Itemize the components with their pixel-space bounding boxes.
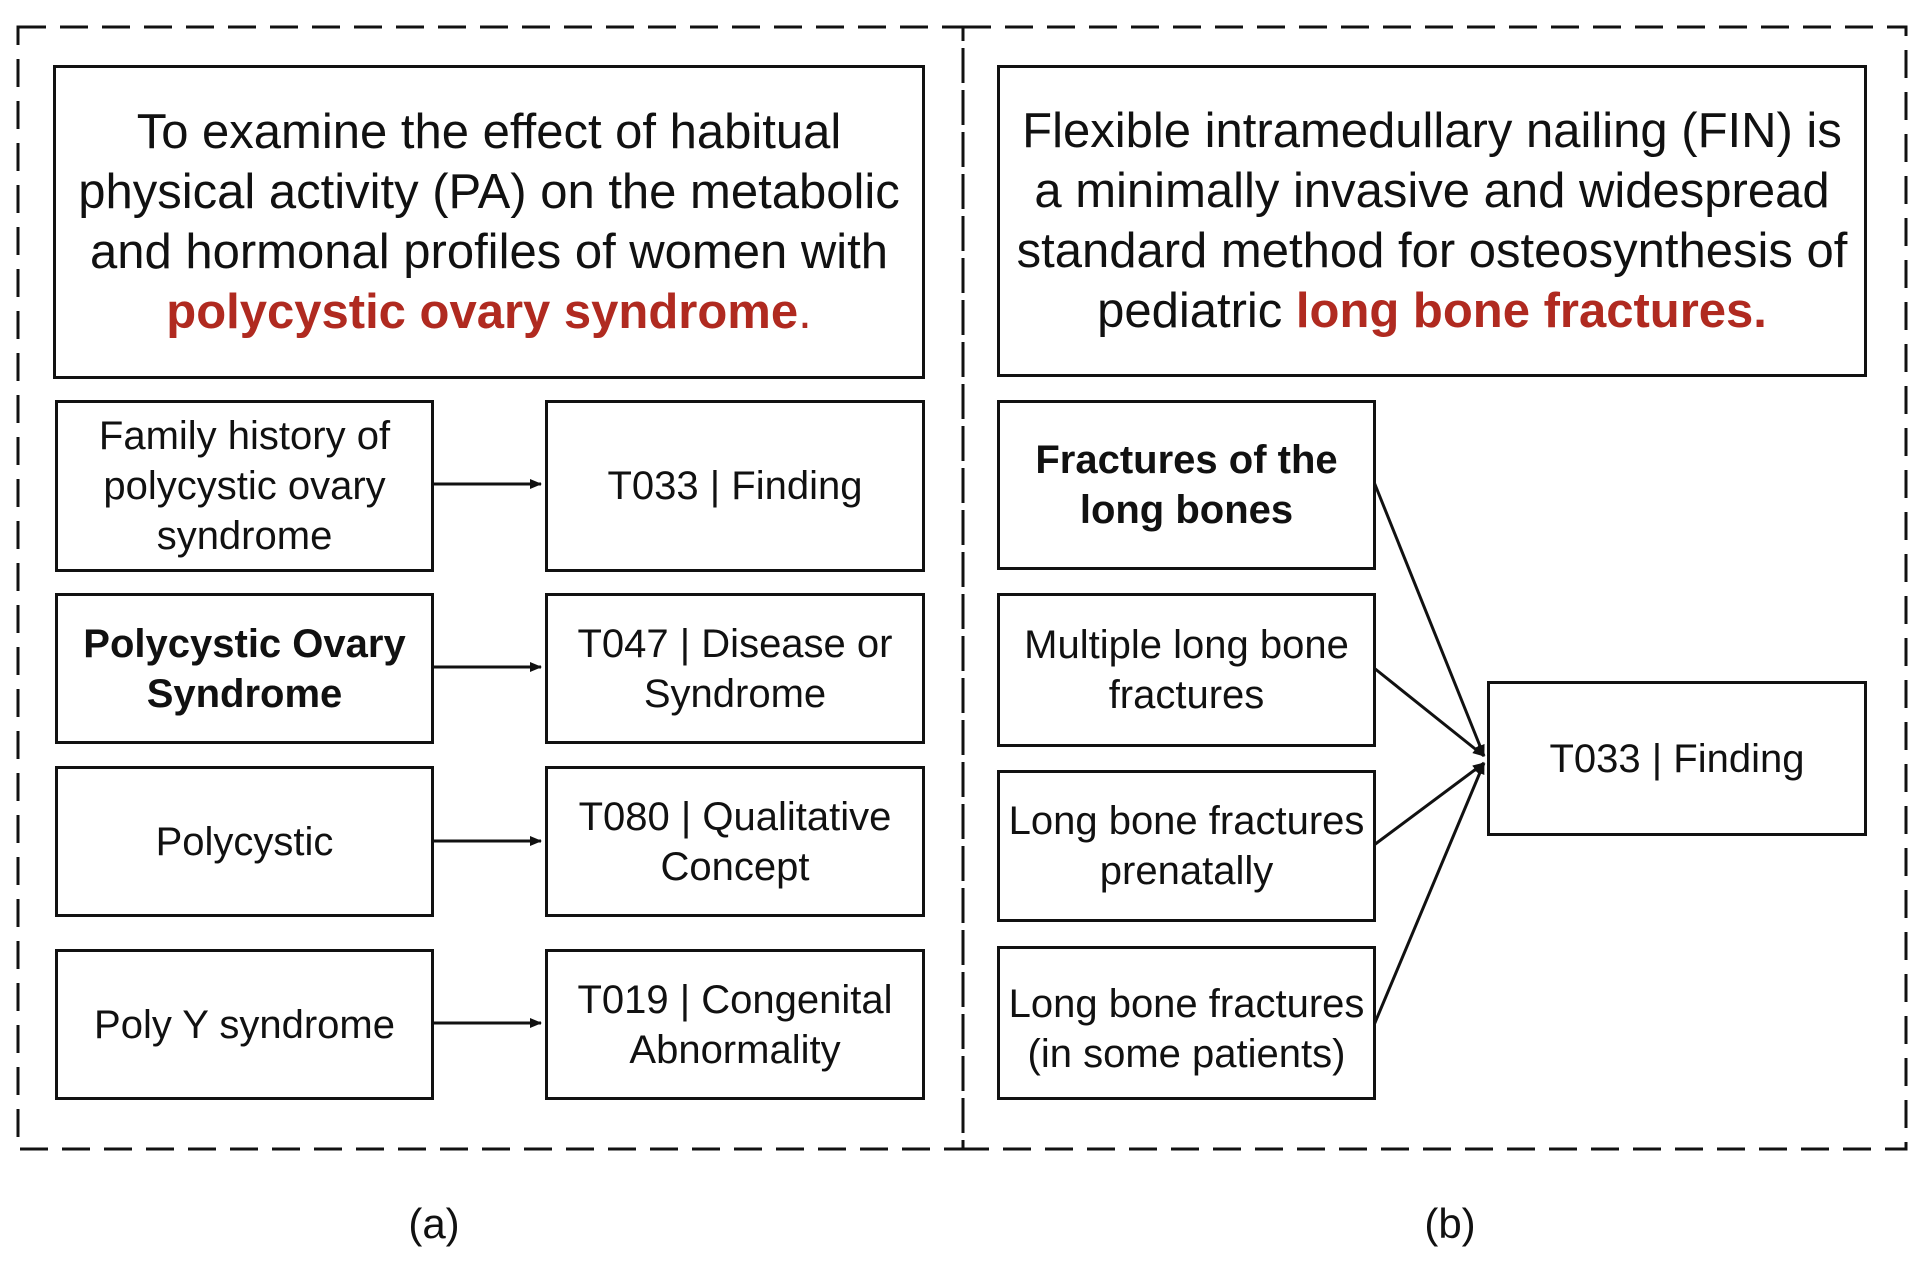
arrow-b-4 xyxy=(1372,762,1486,1026)
panel-a-type-3: T080 | Qualitative Concept xyxy=(545,766,925,917)
panel-b-sentence-box: Flexible intramedullary nailing (FIN) is… xyxy=(997,65,1867,377)
panel-a-type-4: T019 | Congenital Abnormality xyxy=(545,949,925,1100)
panel-a-type-1: T033 | Finding xyxy=(545,400,925,572)
arrow-b-3 xyxy=(1373,761,1485,847)
panel-a-type-2: T047 | Disease or Syndrome xyxy=(545,593,925,744)
panel-a-highlight: polycystic ovary syndrome xyxy=(166,285,799,339)
panel-a-term-1: Family history of polycystic ovary syndr… xyxy=(55,400,434,572)
panel-b-caption: (b) xyxy=(1424,1200,1476,1247)
panel-a-sentence: To examine the effect of habitual physic… xyxy=(78,105,900,339)
panel-a-caption: (a) xyxy=(408,1200,460,1247)
panel-a-sentence-box: To examine the effect of habitual physic… xyxy=(53,65,925,379)
panel-a-term-4: Poly Y syndrome xyxy=(55,949,434,1100)
panel-a-frame xyxy=(16,25,965,1151)
panel-b-frame xyxy=(961,25,1908,1151)
panel-b-highlight: long bone fractures. xyxy=(1295,284,1767,338)
arrow-b-1 xyxy=(1372,481,1486,757)
panel-b-term-1: Fractures of the long bones xyxy=(997,400,1376,570)
panel-a-term-3: Polycystic xyxy=(55,766,434,917)
arrow-b-2 xyxy=(1373,666,1485,758)
panel-a-term-2: Polycystic Ovary Syndrome xyxy=(55,593,434,744)
panel-b-sentence: Flexible intramedullary nailing (FIN) is… xyxy=(1016,104,1848,338)
panel-b-term-3: Long bone fractures prenatally xyxy=(997,770,1376,922)
panel-b-term-4: Long bone fractures (in some patients) xyxy=(997,946,1376,1100)
panel-b-term-2: Multiple long bone fractures xyxy=(997,593,1376,747)
panel-b-target: T033 | Finding xyxy=(1487,681,1867,836)
